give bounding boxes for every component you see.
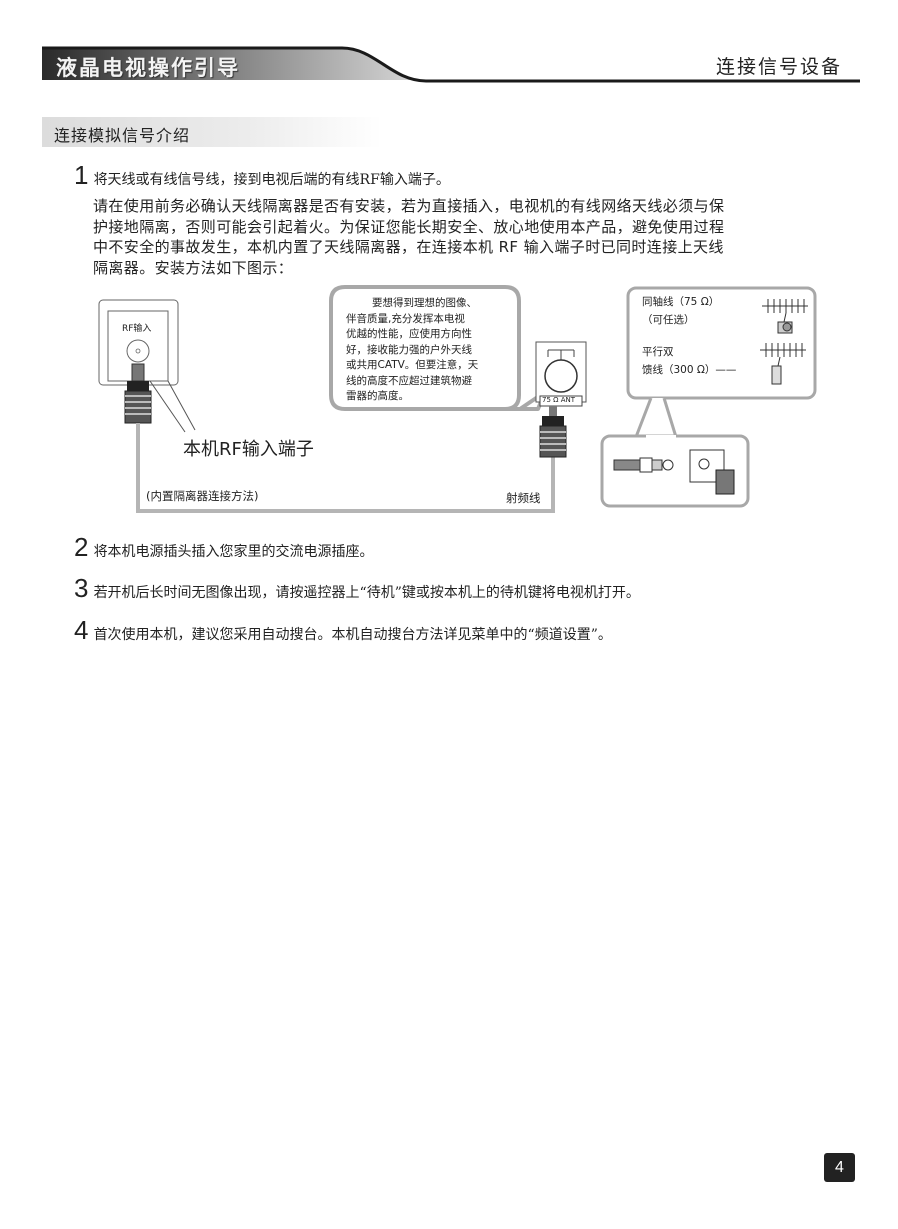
bubble-line: 或共用CATV。但要注意，天 xyxy=(346,359,479,371)
paragraph-line: 隔离器。安装方法如下图示： xyxy=(93,258,294,277)
info-bubble-text: 要想得到理想的图像、 伴音质量,充分发挥本电视 优越的性能，应使用方向性 好，接… xyxy=(346,296,478,405)
connection-diagram xyxy=(98,285,817,513)
antenna-icon xyxy=(760,343,806,385)
rf-plug-right xyxy=(539,406,567,458)
step-number: 3 xyxy=(74,573,89,603)
paragraph-line: 中不安全的事故发生，本机内置了天线隔离器，在连接本机 RF 输入端子时已同时连接… xyxy=(93,238,724,256)
antenna-options-box xyxy=(626,286,817,400)
connector-pointer xyxy=(634,397,678,439)
step-text: 首次使用本机，建议您采用自动搜台。本机自动搜台方法详见菜单中的“频道设置”。 xyxy=(93,627,612,643)
coax-label: 同轴线（75 Ω） xyxy=(642,296,720,308)
bubble-line: 雷器的高度。 xyxy=(346,390,409,402)
step-4: 4 首次使用本机，建议您采用自动搜台。本机自动搜台方法详见菜单中的“频道设置”。 xyxy=(74,617,612,644)
antenna-isolator xyxy=(535,341,587,407)
paragraph-line: 请在使用前务必确认天线隔离器是否有安装，若为直接插入，电视机的有线网络天线必须与… xyxy=(93,197,725,215)
rf-input-label: RF输入 xyxy=(122,324,152,334)
header-bar xyxy=(42,46,860,83)
rf-terminal-label: 本机RF输入端子 xyxy=(183,439,314,460)
bubble-line: 好，接收能力强的户外天线 xyxy=(346,343,472,356)
step-number: 1 xyxy=(74,160,89,190)
rf-cable xyxy=(136,423,555,513)
antenna-icon xyxy=(762,299,808,334)
step-number: 2 xyxy=(74,532,89,562)
coax-optional-label: （可任选） xyxy=(642,314,695,326)
step-number: 4 xyxy=(74,615,89,645)
section-title: 连接模拟信号介绍 xyxy=(54,126,191,145)
rf-cable-label: 射频线 xyxy=(506,491,541,505)
bubble-line: 线的高度不应超过建筑物避 xyxy=(346,374,472,387)
step-text: 将本机电源插头插入您家里的交流电源插座。 xyxy=(93,544,374,560)
bubble-line: 伴音质量,充分发挥本电视 xyxy=(346,312,465,325)
section-title-bar xyxy=(42,117,382,147)
step-2: 2 将本机电源插头插入您家里的交流电源插座。 xyxy=(74,534,374,561)
parallel-label-line2: 馈线（300 Ω）—— xyxy=(642,364,737,376)
bubble-line: 要想得到理想的图像、 xyxy=(372,297,477,309)
step-text: 将天线或有线信号线，接到电视后端的有线RF输入端子。 xyxy=(93,172,450,188)
step-3: 3 若开机后长时间无图像出现，请按遥控器上“待机”键或按本机上的待机键将电视机打… xyxy=(74,575,640,602)
manual-title: 液晶电视操作引导 xyxy=(56,56,240,80)
page-number: 4 xyxy=(824,1153,855,1182)
chapter-title: 连接信号设备 xyxy=(715,56,842,78)
step-text: 若开机后长时间无图像出现，请按遥控器上“待机”键或按本机上的待机键将电视机打开。 xyxy=(93,585,640,601)
info-bubble xyxy=(329,285,547,411)
step-1: 1 将天线或有线信号线，接到电视后端的有线RF输入端子。 xyxy=(74,162,450,189)
builtin-isolator-label: (内置隔离器连接方法) xyxy=(146,489,259,503)
paragraph-line: 护接地隔离，否则可能会引起着火。为保证您能长期安全、放心地使用本产品，避免使用过… xyxy=(93,217,725,236)
parallel-label-line1: 平行双 xyxy=(642,346,674,358)
ant-label: 75 Ω ANT xyxy=(542,396,576,404)
wall-socket-box xyxy=(600,434,750,508)
safety-paragraph: 请在使用前务必确认天线隔离器是否有安装，若为直接插入，电视机的有线网络天线必须与… xyxy=(93,196,823,278)
bubble-line: 优越的性能，应使用方向性 xyxy=(346,328,472,340)
